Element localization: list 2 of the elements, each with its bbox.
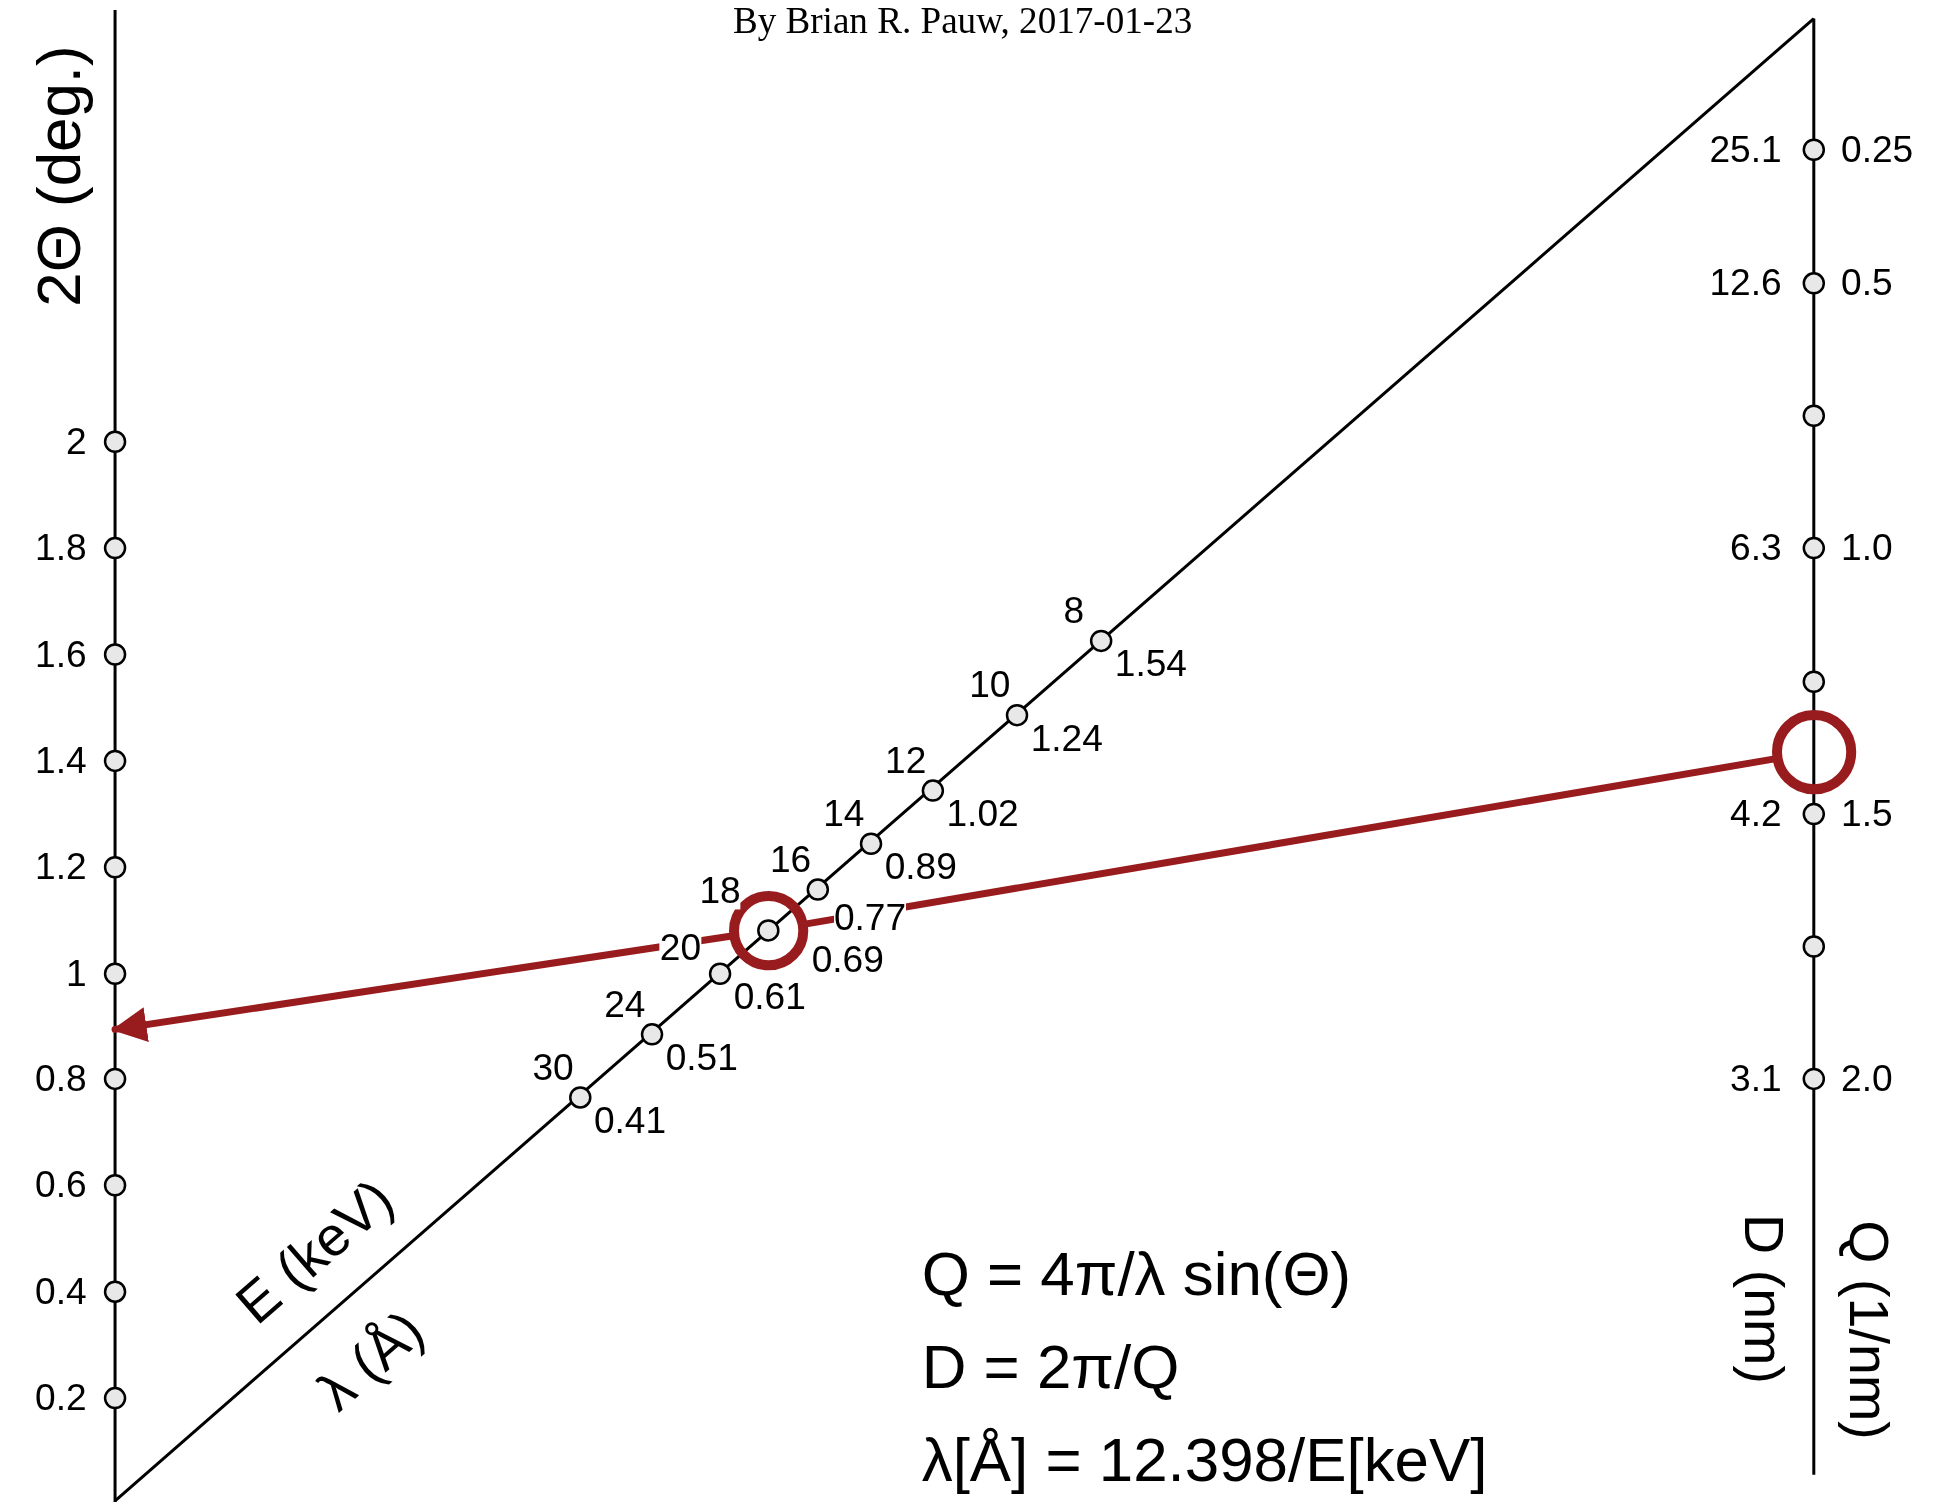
byline-text: By Brian R. Pauw, 2017-01-23 (732, 2, 1193, 40)
circle-marker (1770, 709, 1857, 796)
